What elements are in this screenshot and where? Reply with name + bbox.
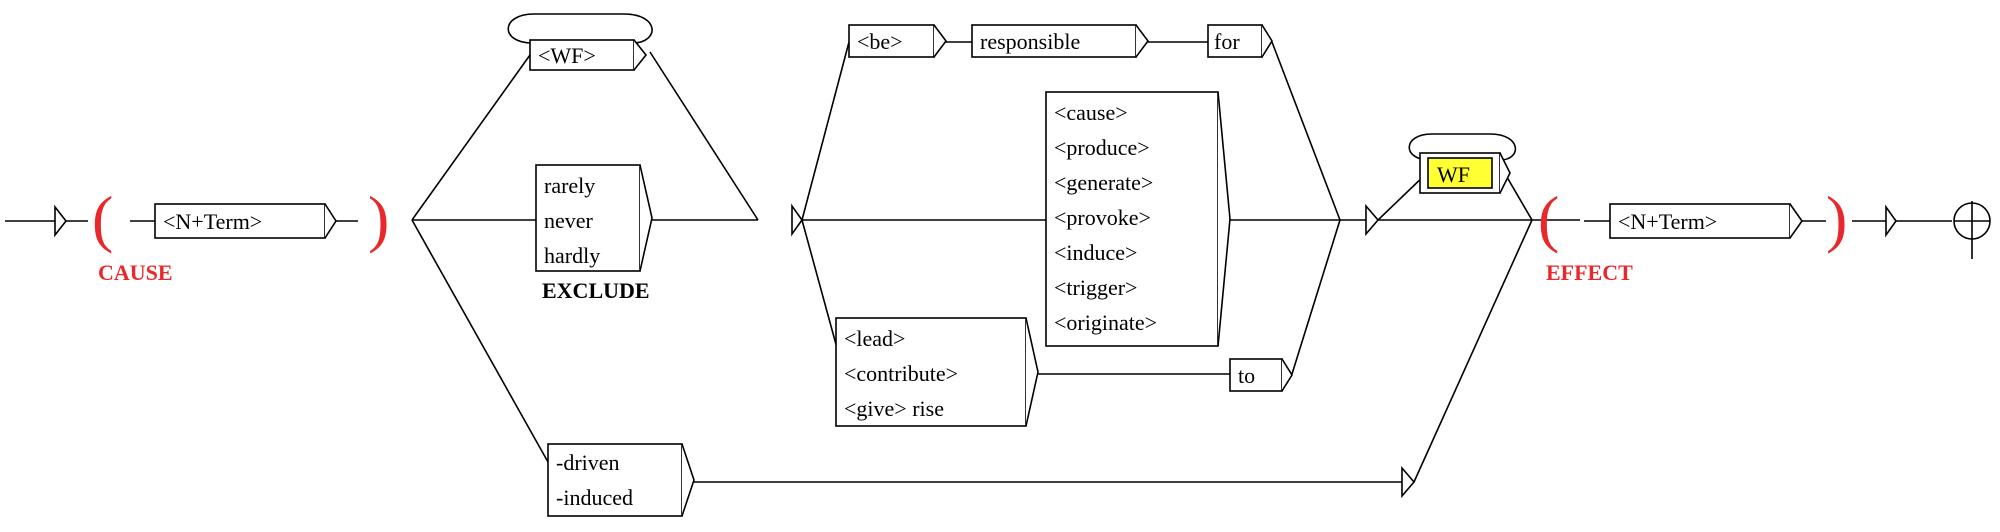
box-arrow (933, 24, 947, 58)
verb-item: <generate> (1054, 170, 1153, 195)
lead-line-1: <lead> (844, 326, 905, 351)
be-path-group: <be> responsible for (848, 24, 1273, 58)
verb-item: <induce> (1054, 240, 1137, 265)
exclude-group: rarely never hardly EXCLUDE (535, 164, 653, 303)
box-arrow (681, 443, 695, 517)
wf-top-box[interactable] (529, 39, 635, 71)
cause-group: ( <N+Term> ) CAUSE (92, 183, 389, 285)
responsible-box[interactable] (971, 24, 1137, 58)
wf-mid-text: WF (1437, 162, 1470, 187)
box-arrow (1789, 203, 1803, 239)
verb-item: <trigger> (1054, 275, 1137, 300)
wire (411, 219, 549, 463)
effect-term-box[interactable] (1609, 203, 1791, 239)
effect-label: EFFECT (1546, 260, 1633, 285)
box-arrow (1281, 358, 1293, 392)
box-arrow (1217, 91, 1231, 347)
lead-box[interactable] (835, 317, 1027, 427)
effect-open-paren: ( (1538, 183, 1559, 254)
wire (1503, 171, 1533, 221)
verb-item: <cause> (1054, 100, 1128, 125)
verbs-box[interactable] (1045, 91, 1219, 347)
box-arrow (1261, 24, 1273, 58)
verb-item: <produce> (1054, 135, 1150, 160)
wire (649, 51, 759, 221)
lead-line-3: <give> rise (844, 396, 944, 421)
verb-item: <provoke> (1054, 205, 1151, 230)
cause-term-box[interactable] (154, 203, 326, 239)
exclude-label: EXCLUDE (542, 278, 650, 303)
lead-path-group: <lead> <contribute> <give> rise to (835, 317, 1293, 427)
wf-mid-box[interactable] (1427, 157, 1493, 189)
wire (1291, 219, 1341, 375)
for-box[interactable] (1207, 24, 1263, 58)
cause-close-paren: ) (368, 183, 389, 254)
suffix-box[interactable] (547, 443, 683, 517)
effect-close-paren: ) (1826, 183, 1847, 254)
exclude-line-3: hardly (544, 243, 600, 268)
box-arrow (1135, 24, 1149, 58)
to-text: to (1238, 363, 1255, 388)
to-box[interactable] (1229, 358, 1283, 392)
lead-line-2: <contribute> (844, 361, 958, 386)
be-text: <be> (857, 29, 903, 54)
suffix-group: -driven -induced (547, 443, 695, 517)
cause-term-text: <N+Term> (163, 209, 262, 234)
junction-arrow (1401, 465, 1416, 499)
responsible-text: responsible (980, 29, 1080, 54)
exclude-box[interactable] (535, 164, 641, 272)
junction-arrow (1365, 203, 1380, 237)
box-arrow (639, 164, 653, 272)
wf-top-text: <WF> (538, 43, 596, 68)
wire (411, 54, 531, 221)
wire (1271, 41, 1341, 221)
wf2-loop (1408, 133, 1517, 161)
junction-arrow (1885, 204, 1897, 238)
box-arrow (1499, 152, 1511, 194)
suffix-line-2: -induced (556, 485, 633, 510)
exclude-line-2: never (544, 208, 594, 233)
box-arrow (324, 203, 337, 239)
box-arrow (1025, 317, 1039, 427)
wire (801, 41, 850, 221)
cause-label: CAUSE (98, 260, 173, 285)
verbs-group: <cause> <produce> <generate> <provoke> <… (1045, 91, 1231, 347)
wf-top-group: <WF> (529, 39, 648, 71)
wf-mid-group: WF (1419, 152, 1511, 194)
cause-open-paren: ( (92, 183, 113, 254)
box-arrow (633, 39, 648, 71)
for-text: for (1214, 29, 1240, 54)
junctions (54, 201, 1991, 499)
initial-state-arrow (54, 204, 68, 238)
exclude-line-1: rarely (544, 173, 595, 198)
junction-arrow (791, 203, 803, 237)
suffix-line-1: -driven (556, 450, 620, 475)
effect-group: ( <N+Term> ) EFFECT (1538, 183, 1847, 285)
wf-loop (507, 13, 653, 44)
effect-term-text: <N+Term> (1618, 209, 1717, 234)
wire (1413, 219, 1533, 483)
verb-item: <originate> (1054, 310, 1157, 335)
